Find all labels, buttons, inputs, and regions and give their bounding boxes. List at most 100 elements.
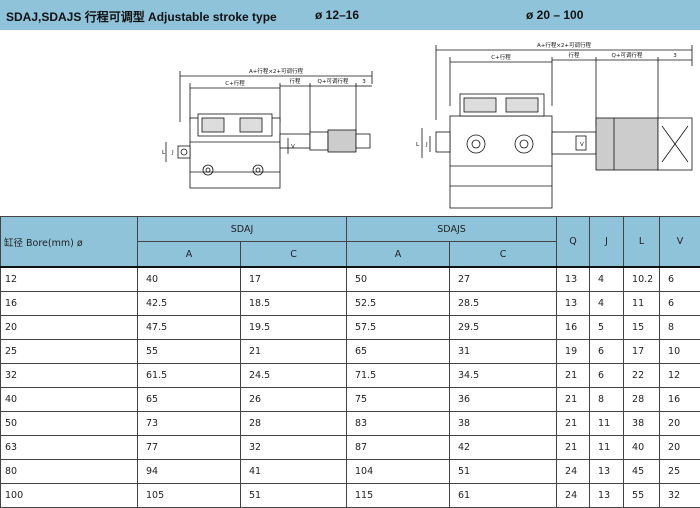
dim-3-large: 3 bbox=[673, 53, 677, 59]
cell-c2: 29.5 bbox=[450, 316, 557, 340]
cell-c1: 28 bbox=[241, 412, 347, 436]
cell-bore: 80 bbox=[1, 460, 138, 484]
cell-l: 15 bbox=[624, 316, 660, 340]
dim-3-small: 3 bbox=[362, 79, 366, 85]
dim-c-small: C+行程 bbox=[225, 79, 245, 87]
cell-q: 13 bbox=[557, 267, 590, 292]
cell-bore: 40 bbox=[1, 388, 138, 412]
sub-a-sdaj-header: A bbox=[138, 242, 241, 268]
cell-q: 24 bbox=[557, 460, 590, 484]
cell-v: 25 bbox=[660, 460, 700, 484]
cell-c1: 32 bbox=[241, 436, 347, 460]
cell-a1: 94 bbox=[138, 460, 241, 484]
cell-j: 13 bbox=[590, 484, 624, 508]
dim-j-small: J bbox=[171, 150, 174, 156]
dim-q-large: Q+可调行程 bbox=[612, 51, 643, 59]
cell-a2: 87 bbox=[347, 436, 450, 460]
cell-a1: 65 bbox=[138, 388, 241, 412]
cell-l: 10.2 bbox=[624, 267, 660, 292]
cell-q: 21 bbox=[557, 364, 590, 388]
dim-c-large: C+行程 bbox=[491, 53, 511, 61]
dim-l-small: L bbox=[162, 150, 166, 156]
bore-range-large: ø 20 – 100 bbox=[526, 8, 583, 22]
col-q-header: Q bbox=[557, 217, 590, 268]
cell-a2: 52.5 bbox=[347, 292, 450, 316]
header-bar: SDAJ,SDAJS 行程可调型 Adjustable stroke type … bbox=[0, 0, 700, 30]
cell-c1: 18.5 bbox=[241, 292, 347, 316]
cell-j: 8 bbox=[590, 388, 624, 412]
cell-a2: 71.5 bbox=[347, 364, 450, 388]
cell-q: 21 bbox=[557, 388, 590, 412]
cell-a2: 104 bbox=[347, 460, 450, 484]
drawing-large-bore: A+行程×2+可调行程 C+行程 行程 Q+可调行程 3 L J V bbox=[400, 36, 700, 214]
cell-l: 40 bbox=[624, 436, 660, 460]
cell-c2: 36 bbox=[450, 388, 557, 412]
cell-bore: 16 bbox=[1, 292, 138, 316]
cell-j: 4 bbox=[590, 267, 624, 292]
cell-a1: 47.5 bbox=[138, 316, 241, 340]
cell-bore: 12 bbox=[1, 267, 138, 292]
cell-a2: 50 bbox=[347, 267, 450, 292]
cell-j: 11 bbox=[590, 412, 624, 436]
cell-a1: 55 bbox=[138, 340, 241, 364]
bore-range-small: ø 12–16 bbox=[315, 8, 359, 22]
cell-a2: 75 bbox=[347, 388, 450, 412]
cell-c1: 19.5 bbox=[241, 316, 347, 340]
cell-c2: 31 bbox=[450, 340, 557, 364]
cell-l: 28 bbox=[624, 388, 660, 412]
cell-v: 8 bbox=[660, 316, 700, 340]
cell-c2: 38 bbox=[450, 412, 557, 436]
cell-bore: 50 bbox=[1, 412, 138, 436]
sub-a-sdajs-header: A bbox=[347, 242, 450, 268]
cell-c2: 51 bbox=[450, 460, 557, 484]
cylinder-drawing-large: A+行程×2+可调行程 C+行程 行程 Q+可调行程 3 L J V bbox=[400, 36, 700, 214]
cell-v: 20 bbox=[660, 436, 700, 460]
cell-j: 5 bbox=[590, 316, 624, 340]
col-j-header: J bbox=[590, 217, 624, 268]
spec-table: 缸径 Bore(mm) ø SDAJ SDAJS Q J L V A C A C… bbox=[0, 216, 700, 508]
cell-q: 24 bbox=[557, 484, 590, 508]
dim-a-small: A+行程×2+可调行程 bbox=[249, 67, 304, 75]
cell-c1: 21 bbox=[241, 340, 347, 364]
cell-c2: 27 bbox=[450, 267, 557, 292]
group-sdajs-header: SDAJS bbox=[347, 217, 557, 242]
cell-bore: 100 bbox=[1, 484, 138, 508]
cell-j: 11 bbox=[590, 436, 624, 460]
cell-v: 6 bbox=[660, 267, 700, 292]
cell-a2: 57.5 bbox=[347, 316, 450, 340]
cell-a2: 65 bbox=[347, 340, 450, 364]
dim-j-large: J bbox=[425, 142, 428, 148]
cell-c1: 17 bbox=[241, 267, 347, 292]
col-v-header: V bbox=[660, 217, 700, 268]
sub-c-sdaj-header: C bbox=[241, 242, 347, 268]
cell-c1: 51 bbox=[241, 484, 347, 508]
cell-q: 21 bbox=[557, 436, 590, 460]
cell-q: 16 bbox=[557, 316, 590, 340]
cell-a1: 40 bbox=[138, 267, 241, 292]
cell-l: 38 bbox=[624, 412, 660, 436]
dim-stroke-small: 行程 bbox=[289, 77, 301, 85]
cell-q: 13 bbox=[557, 292, 590, 316]
cell-a1: 77 bbox=[138, 436, 241, 460]
cell-l: 55 bbox=[624, 484, 660, 508]
cell-q: 21 bbox=[557, 412, 590, 436]
cell-c1: 26 bbox=[241, 388, 347, 412]
col-l-header: L bbox=[624, 217, 660, 268]
dim-v-small: V bbox=[291, 144, 295, 150]
drawing-small-bore: A+行程×2+可调行程 C+行程 行程 Q+可调行程 3 L J V bbox=[150, 62, 380, 202]
cell-a2: 115 bbox=[347, 484, 450, 508]
cell-v: 32 bbox=[660, 484, 700, 508]
bore-header: 缸径 Bore(mm) ø bbox=[1, 217, 138, 268]
cell-c2: 28.5 bbox=[450, 292, 557, 316]
cell-c2: 34.5 bbox=[450, 364, 557, 388]
